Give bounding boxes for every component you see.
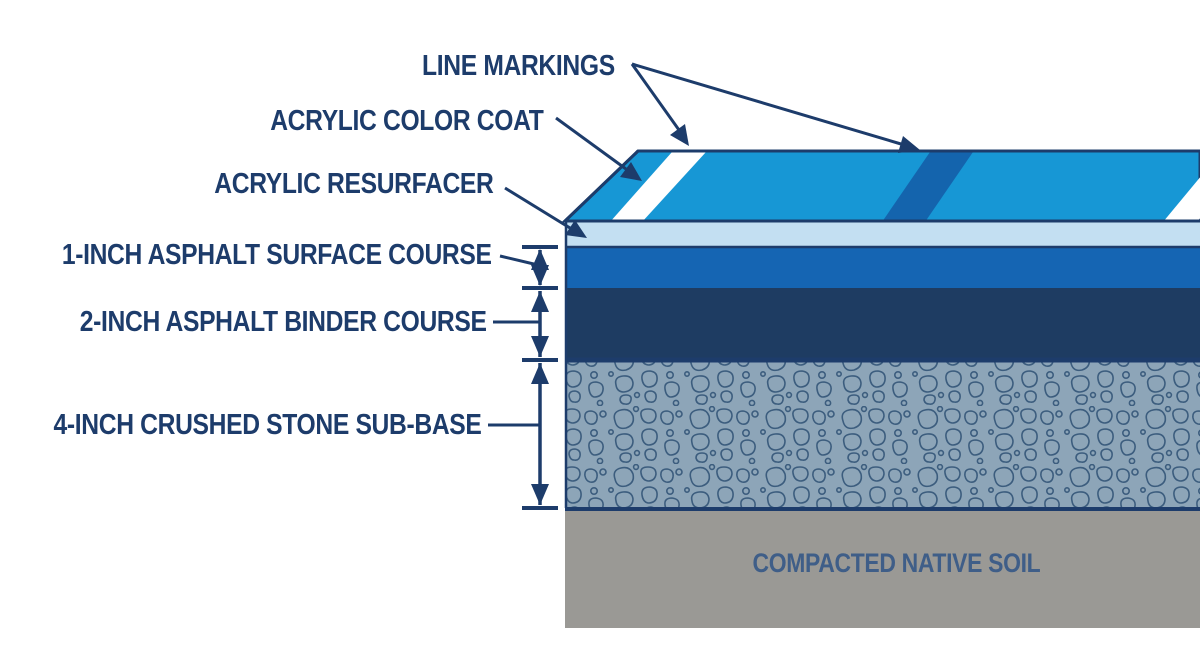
arrowhead-line-markings-right bbox=[898, 136, 920, 153]
dim-arrow-down-1 bbox=[531, 265, 549, 286]
label-line-markings: LINE MARKINGS bbox=[422, 50, 615, 82]
label-asphalt-binder-course: 2-INCH ASPHALT BINDER COURSE bbox=[80, 306, 487, 338]
layer-native-soil bbox=[565, 508, 1200, 628]
dim-arrow-up-2 bbox=[531, 291, 549, 312]
label-acrylic-color-coat: ACRYLIC COLOR COAT bbox=[269, 105, 544, 137]
line-marking-white-left bbox=[610, 152, 706, 221]
label-compacted-native-soil: COMPACTED NATIVE SOIL bbox=[752, 548, 1041, 578]
crushed-stone-texture bbox=[565, 361, 1200, 508]
label-asphalt-surface-course: 1-INCH ASPHALT SURFACE COURSE bbox=[62, 239, 492, 271]
layer-asphalt-binder-course bbox=[565, 288, 1200, 361]
leader-resurfacer bbox=[504, 186, 571, 230]
layer-asphalt-surface-course bbox=[565, 247, 1200, 288]
leader-line-markings-left bbox=[630, 63, 681, 131]
arrowhead-color-coat bbox=[620, 162, 642, 181]
dim-arrow-up-3 bbox=[531, 363, 549, 384]
label-crushed-stone-sub-base: 4-INCH CRUSHED STONE SUB-BASE bbox=[53, 409, 481, 441]
court-surface-outline bbox=[561, 149, 1200, 223]
dim-arrow-down-2 bbox=[531, 336, 549, 357]
line-marking-dark-center bbox=[882, 152, 973, 221]
dim-arrow-down-3 bbox=[531, 484, 549, 505]
leader-surface-course bbox=[499, 254, 539, 267]
label-acrylic-resurfacer: ACRYLIC RESURFACER bbox=[213, 168, 494, 200]
leader-line-markings-right bbox=[631, 62, 902, 146]
dim-arrow-up-1 bbox=[531, 249, 549, 270]
arrowhead-resurfacer bbox=[565, 220, 587, 238]
layer-acrylic-resurfacer bbox=[565, 221, 1200, 247]
leader-color-coat bbox=[555, 116, 627, 171]
arrowhead-line-markings-left bbox=[670, 124, 689, 146]
line-marking-white-right bbox=[1163, 152, 1200, 221]
